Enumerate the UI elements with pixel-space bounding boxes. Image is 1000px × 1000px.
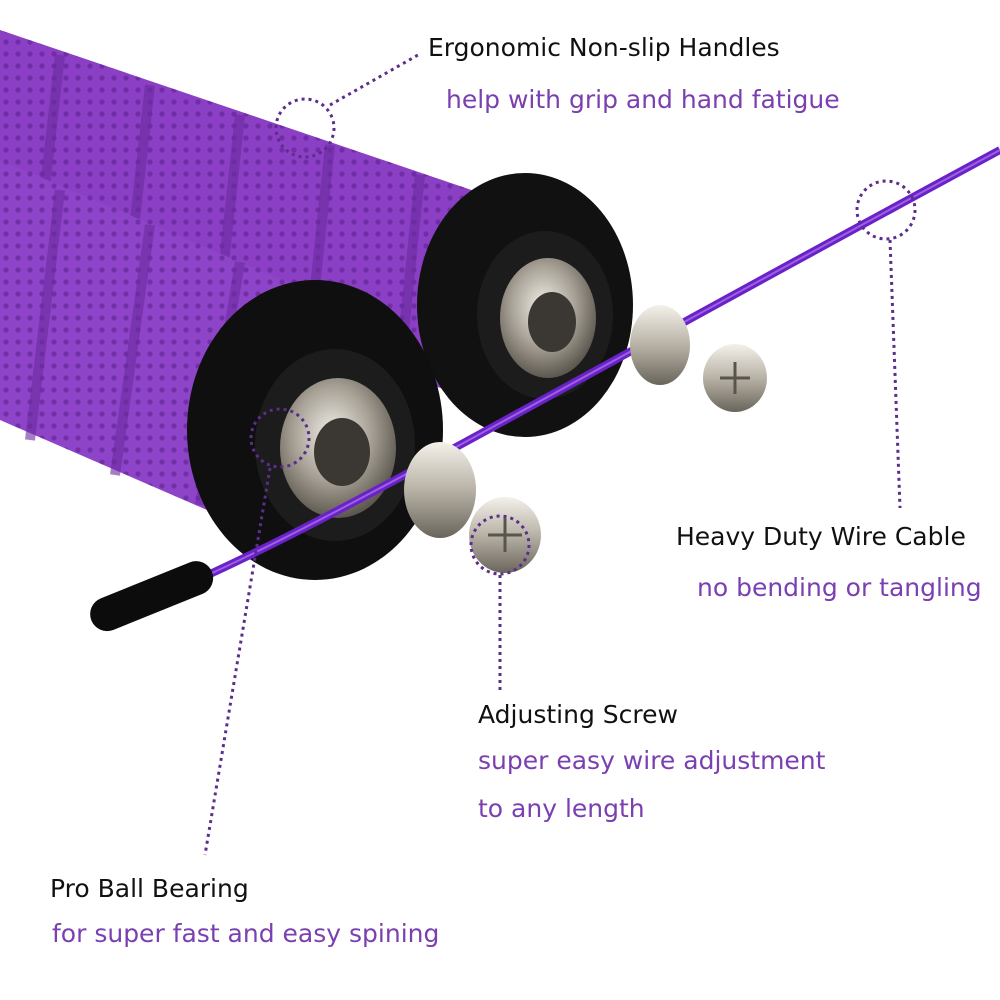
handles-callout-subtitle: help with grip and hand fatigue bbox=[446, 85, 840, 114]
callout-cable-marker bbox=[855, 179, 917, 509]
screw-callout-title: Adjusting Screw bbox=[478, 700, 678, 729]
callout-screw-marker bbox=[469, 514, 531, 690]
upper-adjusting-screw bbox=[630, 305, 767, 412]
lower-end-cap bbox=[187, 280, 443, 580]
upper-end-cap bbox=[417, 173, 633, 437]
lower-adjusting-screw bbox=[404, 442, 541, 573]
screw-callout-subtitle-line2: to any length bbox=[478, 794, 645, 823]
bearing-callout-subtitle: for super fast and easy spining bbox=[52, 919, 440, 948]
callout-handles-marker bbox=[274, 53, 419, 159]
cable-callout-subtitle: no bending or tangling bbox=[697, 573, 982, 602]
callout-bearing-marker bbox=[203, 407, 311, 856]
handles-callout-title: Ergonomic Non-slip Handles bbox=[428, 33, 780, 62]
screw-callout-subtitle-line1: super easy wire adjustment bbox=[478, 746, 826, 775]
bearing-callout-title: Pro Ball Bearing bbox=[50, 874, 249, 903]
cable-callout-title: Heavy Duty Wire Cable bbox=[676, 522, 966, 551]
